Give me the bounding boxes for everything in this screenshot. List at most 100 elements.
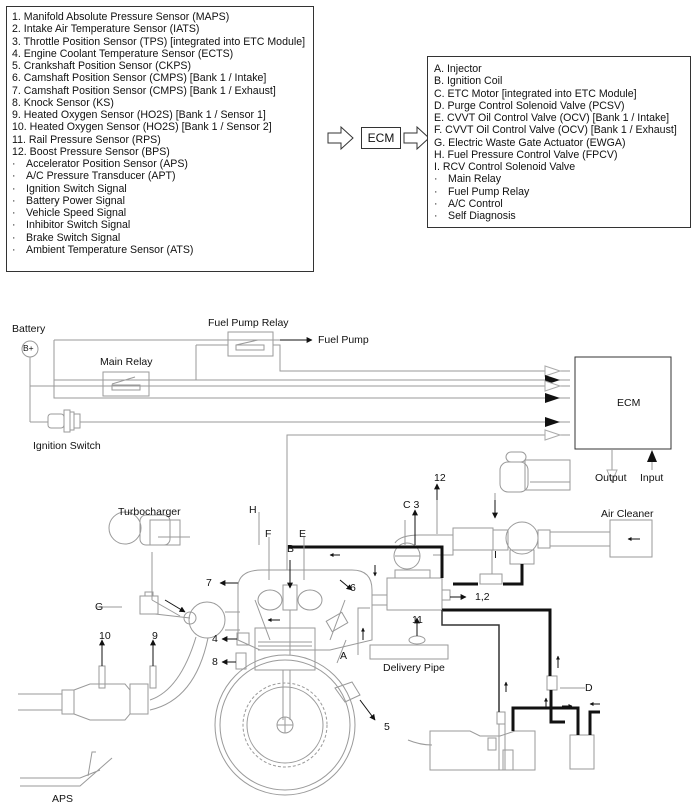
callout-i: I [494, 549, 497, 561]
input-sensor-item: 11. Rail Pressure Sensor (RPS) [12, 133, 161, 146]
bullet-icon: · [12, 243, 16, 256]
fuel-pump-label: Fuel Pump [318, 334, 369, 346]
bullet-icon: · [434, 210, 438, 222]
list-item-text: Accelerator Position Sensor (APS) [26, 158, 188, 170]
output-actuator-item: C. ETC Motor [integrated into ETC Module… [434, 87, 637, 100]
callout-7: 7 [206, 577, 212, 589]
bullet-icon: · [434, 197, 438, 210]
delivery-pipe [369, 644, 449, 660]
bullet-icon: · [12, 219, 16, 232]
input-sensors-panel: 1. Manifold Absolute Pressure Sensor (MA… [6, 6, 314, 272]
crank-gear [242, 682, 328, 768]
input-legend-arrow [647, 450, 657, 462]
input-sensor-item-bullet: ·A/C Pressure Transducer (APT) [12, 170, 313, 182]
flow-arrow-out-icon [403, 125, 430, 151]
callout-9: 9 [152, 630, 158, 642]
fuel-pump-relay-label: Fuel Pump Relay [208, 317, 289, 329]
output-arrow-2 [544, 380, 562, 392]
waste-gate-actuator [139, 595, 159, 615]
ecm-signal-arrows [544, 365, 657, 484]
callout-1-2: 1,2 [475, 591, 490, 603]
output-arrow-3 [544, 429, 562, 441]
main-relay-label: Main Relay [100, 356, 153, 368]
delivery-pipe-label: Delivery Pipe [383, 662, 445, 674]
callout-4: 4 [212, 633, 218, 645]
canister [569, 734, 595, 770]
input-sensor-item-bullet: · Ambient Temperature Sensor (ATS) [12, 244, 313, 256]
list-item-text: A/C Control [448, 197, 503, 210]
callout-a: A [340, 650, 348, 662]
bullet-icon: · [12, 170, 16, 183]
fuel-pump-relay [227, 331, 274, 357]
battery-label: Battery [12, 323, 46, 335]
output-actuator-item-bullet: ·Fuel Pump Relay [434, 186, 690, 198]
output-actuator-item: A. Injector [434, 63, 482, 75]
output-legend-arrow [606, 469, 618, 484]
input-sensor-item: 6. Camshaft Position Sensor (CMPS) [Bank… [12, 72, 267, 85]
output-actuator-item-bullet: · A/C Control [434, 198, 690, 210]
turbocharger-icon [108, 511, 190, 546]
bullet-icon: · [12, 194, 16, 207]
callout-h: H [249, 504, 257, 516]
input-legend-label: Input [640, 472, 664, 484]
ecm-flow-box: ECM [361, 127, 401, 149]
input-arrow-2 [545, 393, 560, 403]
callout-c3: C 3 [403, 499, 420, 511]
input-sensor-item: 9. Heated Oxygen Sensor (HO2S) [Bank 1 /… [12, 109, 266, 121]
list-item-text: Battery Power Signal [26, 194, 125, 207]
list-item-text: Main Relay [448, 173, 501, 186]
turbocharger-2-icon [499, 451, 571, 493]
aps-label: APS [52, 793, 74, 805]
bullet-icon: · [12, 182, 16, 195]
injector [325, 611, 349, 633]
output-actuator-item-bullet: · Self Diagnosis [434, 210, 690, 222]
output-actuator-item: D. Purge Control Solenoid Valve (PCSV) [434, 99, 625, 112]
input-sensor-item-bullet: · Inhibitor Switch Signal [12, 219, 313, 231]
output-actuator-item: F. CVVT Oil Control Valve (OCV) [Bank 1 … [434, 124, 677, 137]
main-relay [102, 371, 150, 397]
input-sensor-item: 5. Crankshaft Position Sensor (CKPS) [12, 60, 191, 72]
bullet-icon: · [434, 185, 438, 198]
output-actuator-item: B. Ignition Coil [434, 75, 503, 88]
callout-8: 8 [212, 656, 218, 668]
callout-6: 6 [350, 582, 356, 594]
input-sensor-item: 7. Camshaft Position Sensor (CMPS) [Bank… [12, 84, 276, 97]
air-cleaner [609, 519, 653, 558]
callout-5: 5 [384, 721, 390, 733]
bullet-icon: · [12, 207, 16, 219]
list-item-text: Ambient Temperature Sensor (ATS) [26, 243, 194, 256]
list-item-text: Ignition Switch Signal [26, 182, 127, 195]
output-legend-label: Output [595, 472, 627, 484]
input-sensor-item: 12. Boost Pressure Sensor (BPS) [12, 145, 170, 158]
cylinder-head [237, 569, 373, 651]
arrow-turbo-manifold [164, 599, 186, 613]
battery-terminal-label: B+ [23, 343, 34, 353]
arrow-6 [339, 579, 353, 591]
input-sensor-item: 10. Heated Oxygen Sensor (HO2S) [Bank 1 … [12, 121, 272, 134]
input-sensor-item: 1. Manifold Absolute Pressure Sensor (MA… [12, 11, 230, 23]
output-actuator-item: G. Electric Waste Gate Actuator (EWGA) [434, 136, 626, 149]
output-actuator-item-bullet: ·Main Relay [434, 173, 690, 185]
callout-f: F [265, 528, 272, 540]
input-sensor-item: 8. Knock Sensor (KS) [12, 96, 114, 109]
list-item-text: Vehicle Speed Signal [26, 207, 127, 219]
output-actuator-item: H. Fuel Pressure Control Valve (FPCV) [434, 148, 618, 161]
callout-10: 10 [99, 630, 111, 642]
bullet-icon: · [12, 231, 16, 244]
callout-e: E [299, 528, 307, 540]
input-sensor-item-bullet: · Ignition Switch Signal [12, 183, 313, 195]
list-item-text: Brake Switch Signal [26, 231, 121, 244]
list-item-text: Self Diagnosis [448, 210, 516, 222]
flow-arrows [327, 125, 430, 151]
piston [254, 627, 316, 671]
list-item-text: Inhibitor Switch Signal [26, 219, 131, 232]
flow-arrow-in-icon [327, 125, 354, 151]
input-arrow-3 [545, 417, 560, 427]
callout-b: B [287, 543, 295, 555]
turbocharger-label: Turbocharger [118, 506, 181, 518]
output-actuator-item: E. CVVT Oil Control Valve (OCV) [Bank 1 … [434, 112, 670, 124]
callout-12: 12 [434, 472, 446, 484]
aps-pedal [20, 751, 113, 787]
